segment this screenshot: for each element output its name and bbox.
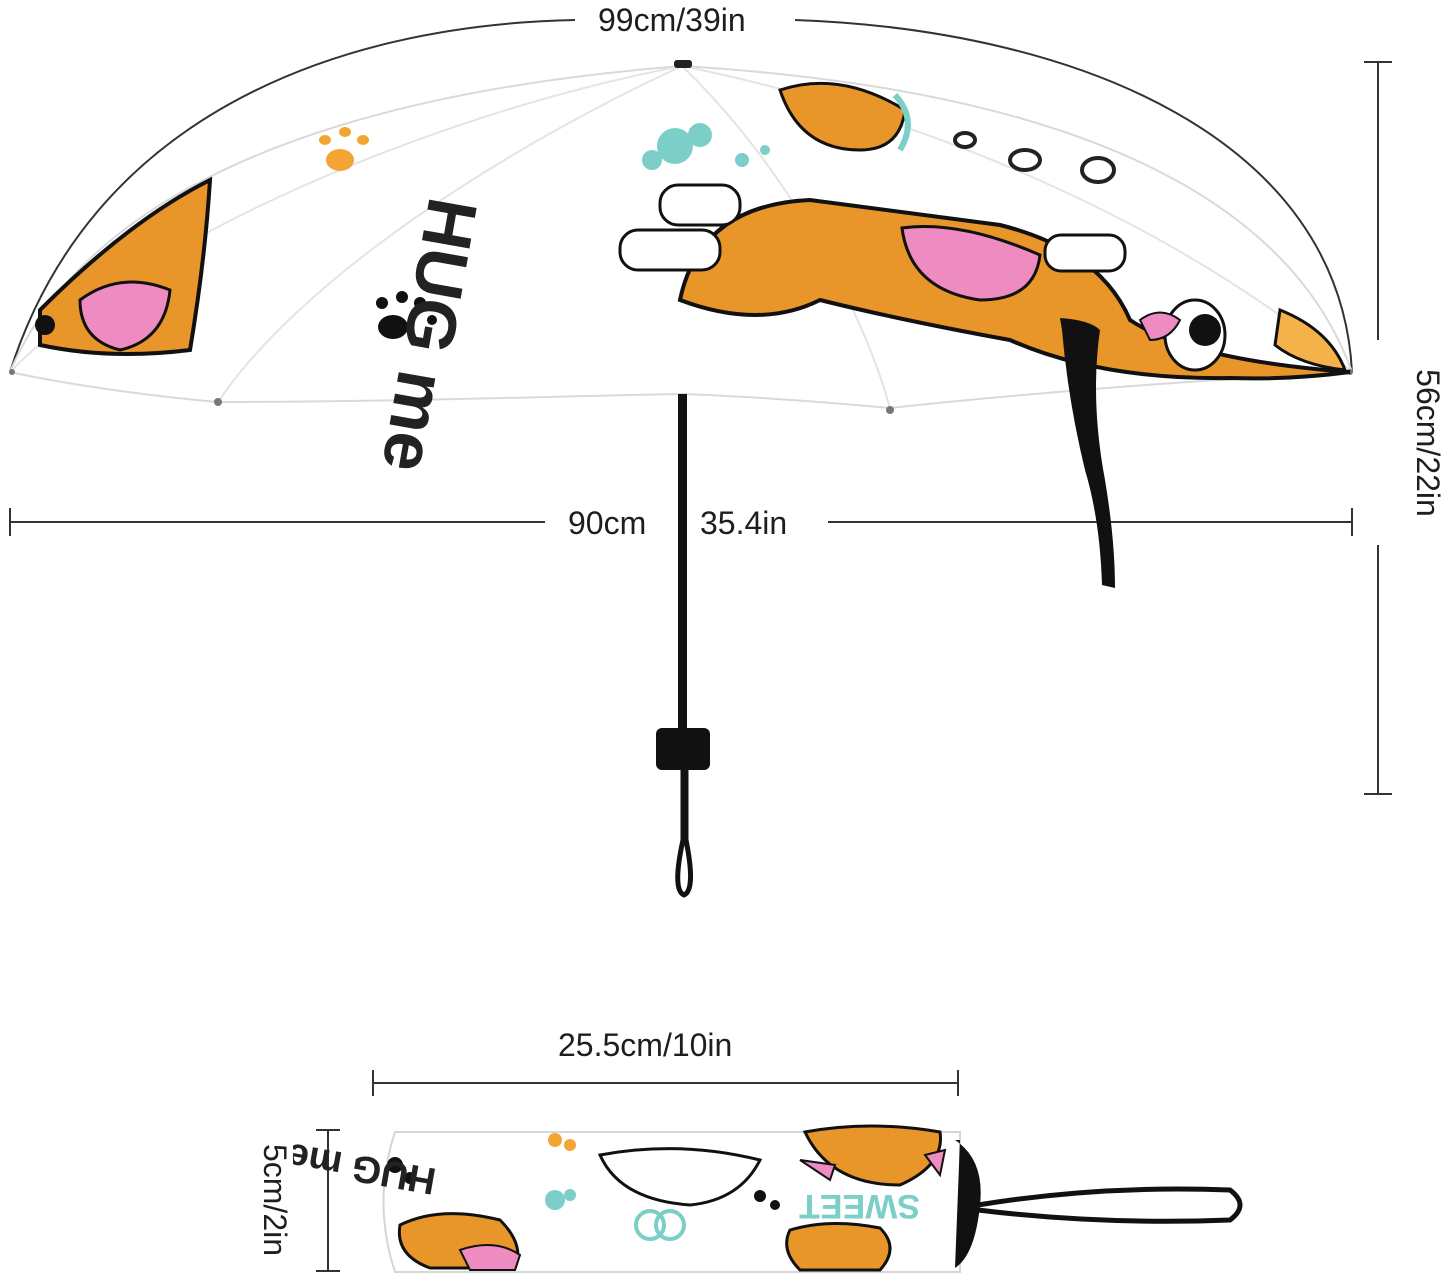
folded-diameter-label: 5cm/2in (257, 1120, 293, 1280)
umbrella-handle (656, 728, 710, 770)
open-width-cm-label: 90cm (568, 505, 647, 541)
corgi-illustration (618, 183, 1351, 381)
ball-icon (778, 81, 907, 152)
bubble-dots (953, 131, 1116, 184)
open-width-in-label: 35.4in (700, 505, 788, 541)
canopy-top-cap (674, 60, 692, 68)
folded-length-label: 25.5cm/10in (558, 1027, 733, 1063)
paw-print-icon (548, 1133, 576, 1151)
umbrella-shaft (678, 394, 687, 734)
folded-handle (955, 1140, 981, 1268)
open-height-label: 56cm/22in (1410, 343, 1442, 543)
open-umbrella: HUG me (8, 60, 1354, 898)
diameter-arc (9, 19, 576, 373)
folded-umbrella: HUG me SWEET (284, 1124, 1243, 1273)
paw-print-icon (376, 291, 437, 339)
folded-wrist-strap (977, 1186, 1243, 1224)
folded-secondary-text: SWEET (799, 1187, 920, 1225)
paw-print-icon (387, 1157, 780, 1210)
wrist-strap (675, 770, 693, 898)
open-diameter-label: 99cm/39in (590, 2, 754, 38)
diameter-arc-right (794, 19, 1353, 373)
paw-print-icon (319, 127, 369, 171)
velcro-strap (1060, 318, 1115, 588)
teal-splash (642, 123, 770, 170)
teal-splash (545, 1189, 576, 1210)
corgi-face-illustration (35, 176, 213, 356)
dimension-lines (9, 19, 1392, 1272)
